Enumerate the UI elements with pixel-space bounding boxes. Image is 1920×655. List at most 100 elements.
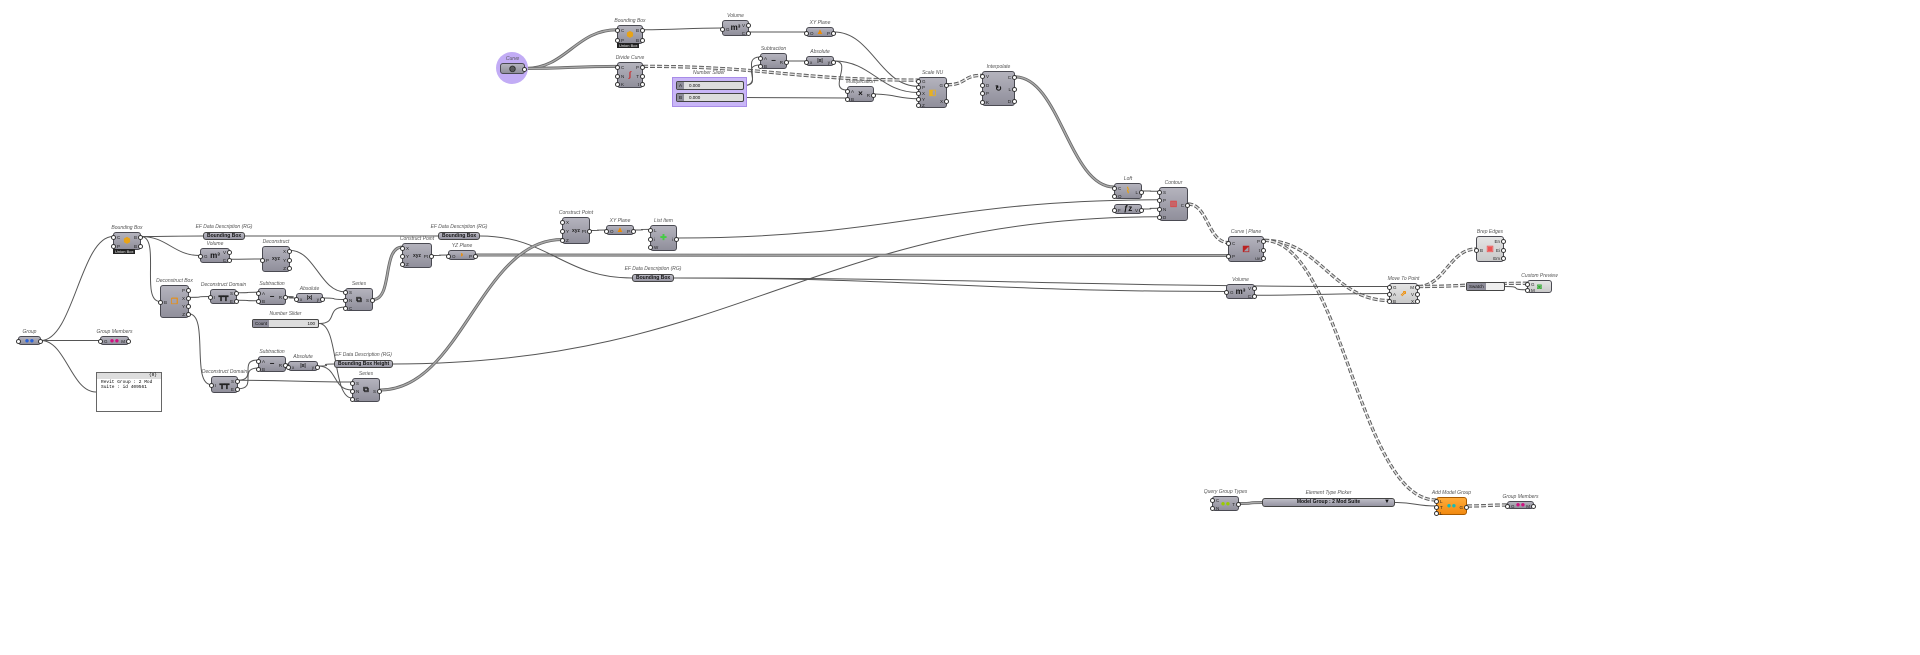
output-grip[interactable] bbox=[640, 28, 645, 34]
text-panel[interactable]: {0}Revit Group : 2 Mod Suite : id 409561 bbox=[96, 372, 162, 412]
input-grip[interactable] bbox=[446, 253, 451, 259]
input-grip[interactable] bbox=[1210, 505, 1215, 511]
output-grip[interactable] bbox=[831, 30, 836, 36]
input-grip[interactable] bbox=[1434, 504, 1439, 510]
input-grip[interactable] bbox=[615, 73, 620, 79]
output-grip[interactable] bbox=[186, 295, 191, 301]
output-grip[interactable] bbox=[831, 59, 836, 65]
input-grip[interactable] bbox=[804, 59, 809, 65]
input-grip[interactable] bbox=[1525, 288, 1530, 294]
input-grip[interactable] bbox=[350, 380, 355, 386]
input-grip[interactable] bbox=[1387, 285, 1392, 290]
output-grip[interactable] bbox=[1501, 238, 1506, 244]
output-grip[interactable] bbox=[227, 250, 232, 256]
input-grip[interactable] bbox=[1157, 189, 1162, 195]
input-grip[interactable] bbox=[1224, 290, 1229, 295]
output-grip[interactable] bbox=[377, 388, 382, 394]
output-grip[interactable] bbox=[138, 244, 143, 249]
output-grip[interactable] bbox=[1501, 247, 1506, 253]
output-grip[interactable] bbox=[1501, 256, 1506, 262]
output-grip[interactable] bbox=[1236, 502, 1241, 507]
output-grip[interactable] bbox=[640, 37, 645, 43]
element-type-picker[interactable]: Model Group : 2 Mod Suite▼ bbox=[1262, 498, 1395, 507]
input-grip[interactable] bbox=[208, 295, 213, 300]
input-grip[interactable] bbox=[1210, 498, 1215, 504]
output-grip[interactable] bbox=[522, 67, 527, 72]
ef-data-description-ef1[interactable]: Bounding Box bbox=[203, 232, 246, 240]
input-grip[interactable] bbox=[286, 364, 291, 370]
ef-data-description-ef2[interactable]: Bounding Box bbox=[438, 232, 481, 240]
output-grip[interactable] bbox=[186, 304, 191, 310]
output-grip[interactable] bbox=[674, 236, 679, 242]
input-grip[interactable] bbox=[560, 229, 565, 234]
output-grip[interactable] bbox=[631, 228, 636, 234]
output-grip[interactable] bbox=[784, 59, 789, 65]
input-grip[interactable] bbox=[1112, 207, 1117, 213]
output-grip[interactable] bbox=[287, 257, 292, 263]
output-grip[interactable] bbox=[746, 22, 751, 28]
input-grip[interactable] bbox=[916, 91, 921, 96]
input-grip[interactable] bbox=[1112, 193, 1117, 199]
output-grip[interactable] bbox=[871, 92, 876, 98]
input-grip[interactable] bbox=[604, 228, 609, 234]
input-grip[interactable] bbox=[260, 257, 265, 263]
input-grip[interactable] bbox=[1434, 510, 1439, 516]
output-grip[interactable] bbox=[1185, 202, 1190, 208]
input-grip[interactable] bbox=[916, 103, 921, 109]
node-curve[interactable]: Curve◍ bbox=[500, 57, 527, 74]
output-grip[interactable] bbox=[1012, 87, 1017, 92]
output-grip[interactable] bbox=[287, 248, 292, 254]
input-grip[interactable] bbox=[350, 388, 355, 394]
output-grip[interactable] bbox=[138, 235, 143, 240]
output-grip[interactable] bbox=[287, 266, 292, 272]
node-group[interactable]: Group●● bbox=[16, 330, 43, 345]
input-grip[interactable] bbox=[400, 245, 405, 251]
input-grip[interactable] bbox=[1157, 198, 1162, 204]
output-grip[interactable] bbox=[587, 229, 592, 234]
input-grip[interactable] bbox=[16, 339, 21, 344]
dropdown-triangle-icon[interactable]: ▼ bbox=[1384, 499, 1390, 505]
input-grip[interactable] bbox=[400, 254, 405, 259]
input-grip[interactable] bbox=[1387, 292, 1392, 297]
input-grip[interactable] bbox=[845, 88, 850, 94]
input-grip[interactable] bbox=[615, 82, 620, 88]
input-grip[interactable] bbox=[1226, 241, 1231, 246]
input-grip[interactable] bbox=[980, 91, 985, 97]
input-grip[interactable] bbox=[111, 244, 116, 249]
input-grip[interactable] bbox=[720, 26, 725, 32]
output-grip[interactable] bbox=[1012, 98, 1017, 104]
output-grip[interactable] bbox=[235, 387, 240, 393]
input-grip[interactable] bbox=[1226, 254, 1231, 259]
ef-data-description-ef3[interactable]: Bounding Box bbox=[632, 274, 675, 282]
output-grip[interactable] bbox=[1139, 207, 1144, 213]
output-grip[interactable] bbox=[1531, 503, 1536, 509]
input-grip[interactable] bbox=[1157, 206, 1162, 212]
output-grip[interactable] bbox=[227, 257, 232, 263]
output-grip[interactable] bbox=[746, 30, 751, 36]
